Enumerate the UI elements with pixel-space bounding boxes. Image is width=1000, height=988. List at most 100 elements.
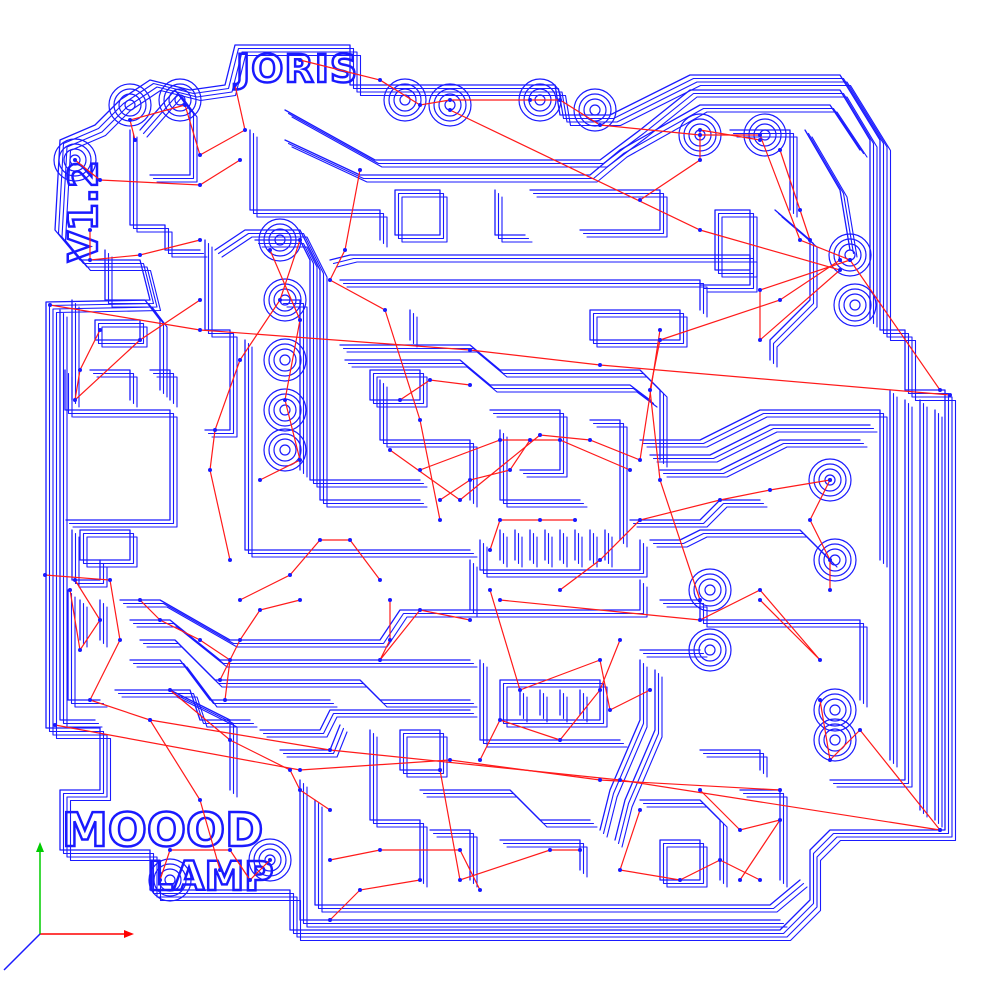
- pad-ring: [163, 83, 197, 117]
- trace-path-offset: [78, 536, 108, 588]
- toolpath-node: [938, 388, 942, 392]
- toolpath-node: [198, 328, 202, 332]
- toolpath-node: [388, 598, 392, 602]
- pad-ring: [818, 543, 852, 577]
- trace-path: [659, 839, 701, 881]
- board-outline-contour-offset: [48, 47, 950, 935]
- trace-path-offset: [406, 736, 448, 778]
- trace-path-offset: [592, 422, 625, 545]
- trace-path-offset: [836, 406, 913, 788]
- trace-path-offset: [506, 436, 588, 508]
- trace-path: [419, 789, 591, 821]
- rapid-move: [49, 304, 951, 396]
- toolpath-node: [218, 678, 222, 682]
- trace-path: [279, 299, 301, 471]
- trace-path: [589, 419, 621, 541]
- toolpath-node: [798, 208, 802, 212]
- toolpath-node: [828, 478, 832, 482]
- trace-path: [494, 189, 526, 236]
- rapid-move: [149, 719, 941, 831]
- trace-path-offset: [257, 242, 425, 485]
- trace-path-offset: [502, 842, 585, 875]
- trace-path-offset: [642, 412, 885, 565]
- toolpath-node: [378, 78, 382, 82]
- trace-path-offset: [117, 692, 255, 725]
- trace-path-offset: [621, 676, 663, 848]
- toolpath-node: [233, 83, 237, 87]
- toolpath-node: [298, 458, 302, 462]
- toolpath-node: [573, 518, 577, 522]
- toolpath-node: [818, 658, 822, 662]
- toolpath-node: [448, 98, 452, 102]
- trace-path: [344, 359, 651, 401]
- pad-ring: [399, 94, 411, 106]
- pad-ring: [58, 143, 92, 177]
- pad-ring: [268, 393, 302, 427]
- toolpath-node: [538, 433, 542, 437]
- trace-path: [589, 309, 681, 341]
- trace-path-offset: [436, 836, 478, 888]
- toolpath-node: [148, 718, 152, 722]
- toolpath-node: [158, 618, 162, 622]
- trace-path: [629, 499, 761, 521]
- trace-path-offset: [247, 342, 475, 555]
- toolpath-node: [53, 723, 57, 727]
- rapid-move: [489, 589, 651, 711]
- trace-path: [244, 339, 471, 551]
- trace-path: [714, 209, 751, 271]
- pad-ring: [273, 288, 297, 312]
- pad-ring: [263, 278, 307, 322]
- toolpath-node: [183, 103, 187, 107]
- trace-path-offset: [74, 596, 108, 708]
- pad-ring: [829, 734, 841, 746]
- pad-ring: [833, 283, 877, 327]
- toolpath-node: [558, 98, 562, 102]
- trace-path-offset: [382, 382, 475, 505]
- toolpath-node: [138, 338, 142, 342]
- pad-ring: [153, 863, 187, 897]
- trace-path-offset: [142, 92, 195, 180]
- trace-path-offset: [807, 132, 855, 255]
- trace-path: [469, 559, 641, 611]
- trace-path-offset: [70, 592, 105, 705]
- trace-path-offset: [397, 192, 445, 240]
- rapid-move: [699, 789, 782, 881]
- pad-ring: [118, 93, 142, 117]
- toolpath-node: [658, 338, 662, 342]
- trace-path: [284, 104, 861, 176]
- toolpath-node: [818, 698, 822, 702]
- trace-path-offset: [122, 602, 475, 645]
- trace-path-offset: [92, 372, 135, 405]
- trace-path-offset: [482, 542, 645, 575]
- trace-path-offset: [596, 316, 688, 348]
- toolpath-node: [258, 608, 262, 612]
- trace-path: [299, 779, 781, 921]
- trace-path-offset: [662, 842, 705, 885]
- toolpath-node: [458, 878, 462, 882]
- trace-path-offset: [646, 806, 728, 888]
- toolpath-node: [948, 393, 952, 397]
- trace-path: [139, 639, 471, 701]
- toolpath-node: [698, 598, 702, 602]
- toolpath-node: [498, 598, 502, 602]
- pad-ring: [823, 728, 847, 752]
- trace-path-offset: [101, 326, 148, 348]
- toolpath-node: [778, 788, 782, 792]
- trace-path: [149, 369, 171, 401]
- trace-path-offset: [282, 727, 345, 755]
- toolpath-node: [428, 378, 432, 382]
- pad-ring: [849, 299, 861, 311]
- trace-path-offset: [502, 432, 585, 505]
- trace-path-offset: [152, 372, 175, 405]
- trace-path-offset: [72, 416, 178, 528]
- silkscreen-title-line1-inner: MOOOD: [62, 803, 263, 857]
- toolpath-node: [298, 58, 302, 62]
- toolpath-node: [198, 798, 202, 802]
- toolpath-node: [538, 518, 542, 522]
- trace-path: [394, 189, 441, 236]
- toolpath-node: [828, 588, 832, 592]
- rapid-move: [489, 519, 575, 551]
- pad-ring: [383, 78, 427, 122]
